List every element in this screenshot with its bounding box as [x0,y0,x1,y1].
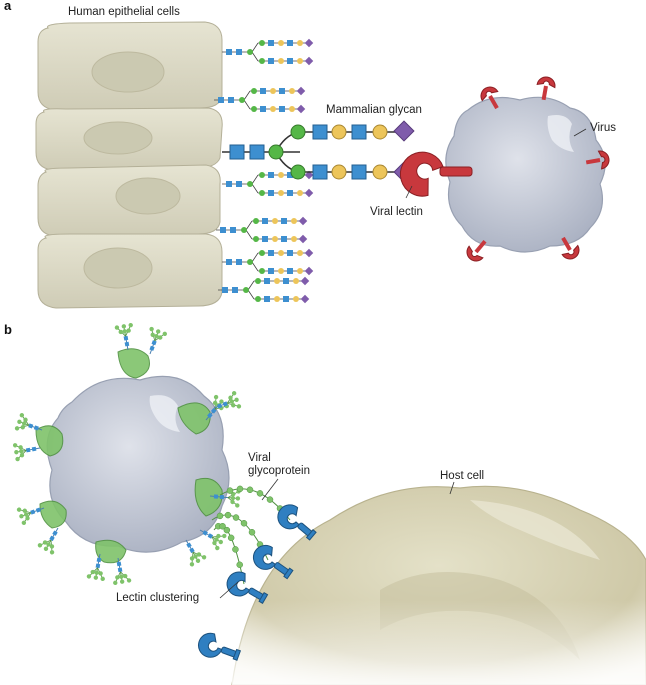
glycan-chain-icon [218,276,310,304]
label-viral-glycoprotein-1: Viral [248,452,271,464]
epithelial-nucleus-3 [115,177,181,215]
viral-lectin-icon [399,151,473,197]
glycan-chain-icon [222,38,314,66]
viral-lectin-icon [277,504,317,541]
viral-spikes-a [466,76,610,262]
glycan-chain-icon [12,443,41,462]
glycan-chain-icon [149,326,167,355]
small-glycans [214,38,314,304]
glycan-chain-icon [113,557,132,586]
label-viral-glycoprotein-2: glycoprotein [248,465,311,477]
panel-label-a: a [4,0,12,13]
viral-spike-icon [585,150,610,170]
virus-a [445,96,606,253]
label-lectin-clustering: Lectin clustering [116,592,200,604]
viral-lectin-icon [197,632,242,661]
viral-lectin-icon [252,544,294,580]
epithelial-nucleus-4 [83,247,153,289]
epithelial-nucleus-1 [91,51,165,93]
mammalian-glycan [222,120,415,183]
epithelial-nucleus-2 [83,121,153,155]
viral-glycoproteins [12,322,242,586]
label-mammalian-glycan: Mammalian glycan [326,104,422,116]
glycan-chain-icon [216,216,308,244]
glycan-chain-icon [37,527,59,555]
label-host-cell: Host cell [440,470,485,482]
glycan-chain-icon [222,170,314,198]
glycan-chain-icon [214,86,306,114]
glycan-chain-icon [16,507,45,525]
glycan-chain-icon [86,553,105,582]
glycan-chain-icon [213,391,242,409]
glycan-chain-icon [185,539,207,567]
label-epithelial-cells: Human epithelial cells [68,6,180,18]
glycan-chain-icon [14,413,43,431]
virus-b [35,348,230,564]
viral-spike-icon [466,239,487,262]
viral-spike-icon [536,76,556,101]
epithelial-cell-stack [35,21,223,309]
glycan-chain-icon [222,248,314,276]
glycan-chain-icon [114,322,133,351]
glycan-chain-icon [199,529,227,551]
host-cell [231,485,646,685]
label-virus: Virus [590,122,616,134]
panel-label-b: b [4,322,12,337]
viral-spike-icon [561,236,580,260]
viral-spike-icon [480,86,499,110]
label-viral-lectin: Viral lectin [370,206,423,218]
